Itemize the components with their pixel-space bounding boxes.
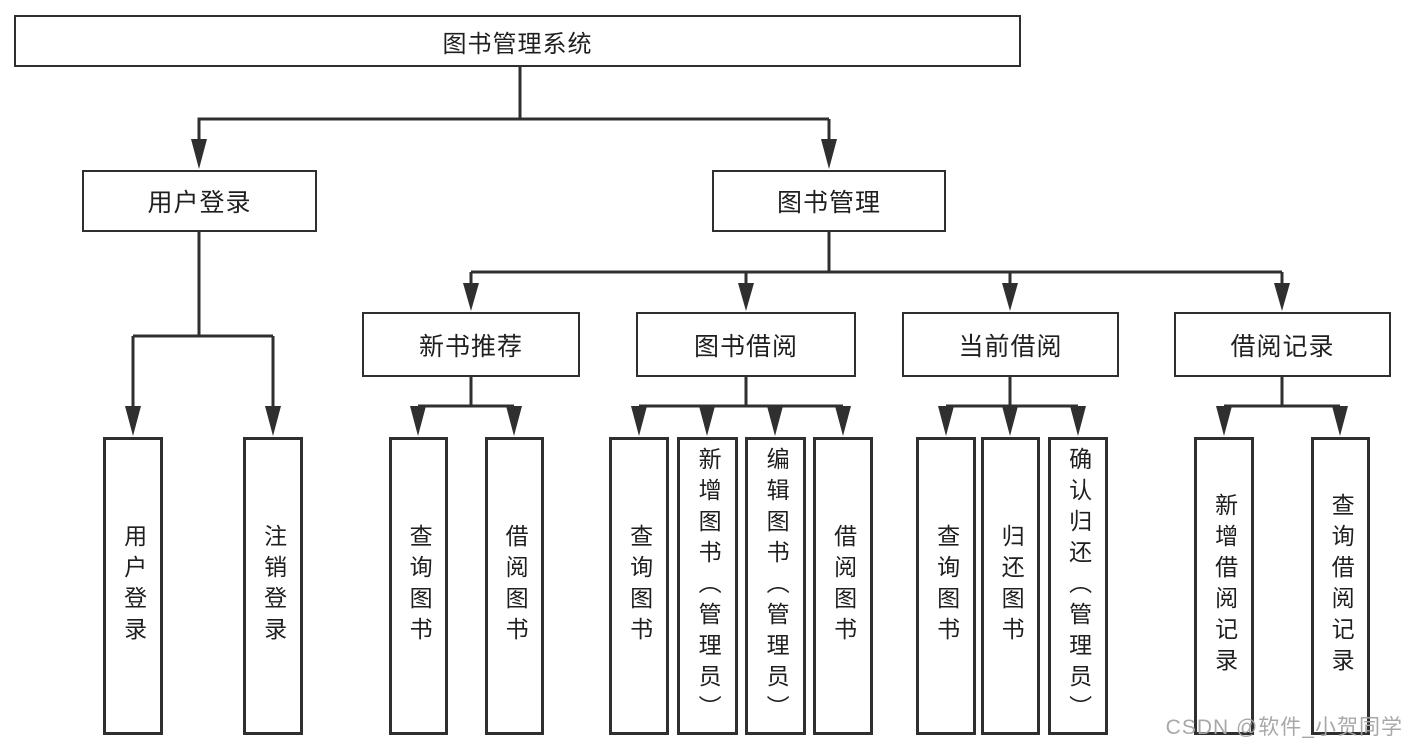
- leaf-cb-confirm-return-admin: 确认归还（管理员）: [1048, 437, 1108, 735]
- leaf-logout-login: 注销登录: [243, 437, 303, 735]
- leaf-user-login: 用户登录: [103, 437, 163, 735]
- leaf-cb-return-books: 归还图书: [981, 437, 1040, 735]
- leaf-bb-add-book-admin: 新增图书（管理员）: [677, 437, 738, 735]
- node-book-management: 图书管理: [712, 170, 946, 232]
- csdn-watermark: CSDN @软件_小贺同学: [1165, 716, 1403, 739]
- leaf-bb-edit-book-admin: 编辑图书（管理员）: [745, 437, 806, 735]
- node-book-borrowing: 图书借阅: [636, 312, 856, 377]
- leaf-nbr-query-books: 查询图书: [389, 437, 448, 735]
- leaf-br-query-borrow-record: 查询借阅记录: [1311, 437, 1370, 735]
- node-current-borrowing: 当前借阅: [902, 312, 1119, 377]
- arrowheads: [125, 139, 1348, 436]
- connector-paths: [131, 67, 1340, 408]
- leaf-bb-query-books: 查询图书: [609, 437, 669, 735]
- leaf-cb-query-books: 查询图书: [916, 437, 976, 735]
- node-user-login: 用户登录: [82, 170, 317, 232]
- leaf-br-add-borrow-record: 新增借阅记录: [1194, 437, 1254, 735]
- leaf-nbr-borrow-books: 借阅图书: [485, 437, 544, 735]
- node-borrowing-records: 借阅记录: [1174, 312, 1391, 377]
- leaf-bb-borrow-books: 借阅图书: [813, 437, 873, 735]
- node-book-management-system: 图书管理系统: [14, 15, 1021, 67]
- node-new-book-recommendation: 新书推荐: [362, 312, 580, 377]
